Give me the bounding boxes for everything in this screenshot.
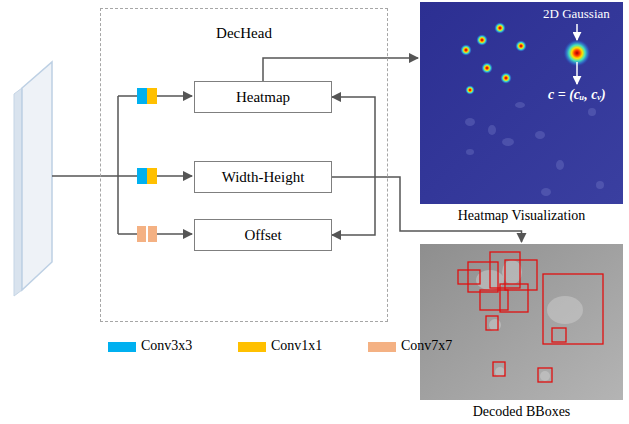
callout-arrow [576, 24, 578, 40]
bbox-image [420, 244, 623, 400]
bbox-rects [458, 252, 603, 382]
node-label: DecHead [101, 25, 387, 42]
conv7x7-icon [148, 226, 157, 242]
node-label: Decoded BBoxes [418, 404, 625, 420]
branch-wire [117, 96, 119, 234]
legend-swatch [368, 342, 396, 352]
image-panel: Decoded BBoxes [418, 242, 625, 422]
feature-map-side [14, 88, 22, 296]
process-box: Heatmap [194, 81, 332, 113]
input-wire [52, 175, 118, 177]
legend-label: Conv1x1 [271, 338, 322, 354]
math-label: c = (cᵤ, cᵥ) [548, 87, 606, 103]
gaussian-peaks [460, 22, 591, 95]
cell-ghosts [476, 260, 583, 381]
conv7x7-icon [137, 226, 146, 242]
legend-label: Conv3x3 [141, 338, 192, 354]
conv1x1-icon [147, 168, 157, 184]
conv-output-arrow [157, 175, 192, 177]
branch-wire [118, 175, 137, 177]
conv3x3-icon [137, 168, 147, 184]
process-box: Width-Height [194, 161, 332, 193]
conv-output-arrow [157, 95, 192, 97]
node-label: Offset [244, 227, 281, 244]
cell-ghosts [465, 102, 604, 196]
heatmap-image [420, 2, 623, 204]
node-label: Heatmap Visualization [418, 208, 625, 224]
feature-map [22, 62, 52, 290]
conv-output-arrow [157, 233, 192, 235]
branch-wire [118, 233, 137, 235]
legend-swatch [108, 342, 136, 352]
node-label: Heatmap [236, 89, 290, 106]
connector [263, 58, 418, 81]
image-panel: Heatmap Visualization [418, 0, 625, 226]
branch-wire [118, 95, 137, 97]
head-group: DecHeadHeatmapWidth-HeightOffset [100, 8, 388, 322]
callout-label: 2D Gaussian [543, 6, 610, 22]
legend-swatch [238, 342, 266, 352]
conv3x3-icon [137, 88, 147, 104]
process-box: Offset [194, 219, 332, 251]
conv1x1-icon [147, 88, 157, 104]
legend-label: Conv7x7 [401, 338, 452, 354]
callout-arrow [576, 62, 578, 84]
connector [332, 97, 375, 235]
node-label: Width-Height [222, 169, 305, 186]
